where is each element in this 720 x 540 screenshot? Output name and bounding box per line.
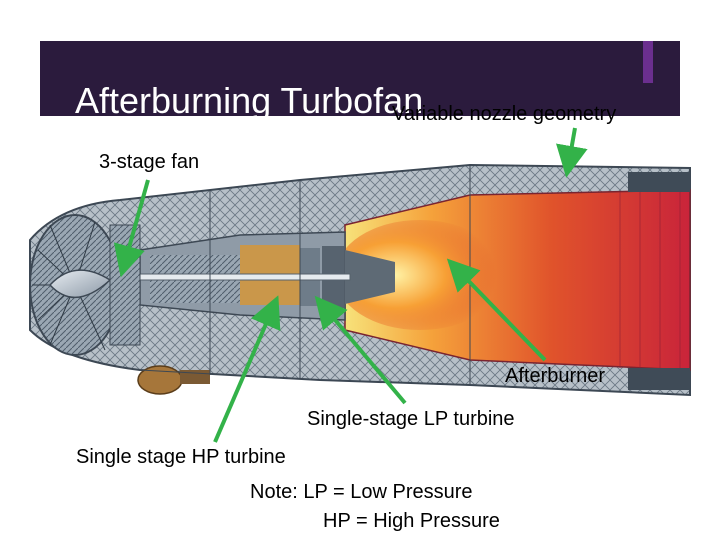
- exhaust-cone: [345, 250, 395, 304]
- label-variable-nozzle-geometry: Variable nozzle geometry: [392, 103, 617, 125]
- label-3-stage-fan: 3-stage fan: [99, 151, 200, 173]
- label-hp-turbine: Single stage HP turbine: [76, 446, 286, 468]
- note-line-hp: HP = High Pressure: [323, 510, 500, 532]
- note-line-lp: Note: LP = Low Pressure: [250, 481, 473, 503]
- slide-title: Afterburning Turbofan: [75, 80, 424, 121]
- nozzle-flaps-bottom: [628, 368, 690, 390]
- main-shaft: [109, 273, 351, 281]
- nozzle-liner: [619, 190, 681, 370]
- fan-stages: [109, 224, 141, 346]
- title-accent-bar: [643, 41, 653, 83]
- label-afterburner: Afterburner: [505, 365, 606, 387]
- label-lp-turbine: Single-stage LP turbine: [307, 408, 515, 430]
- title-bar: [40, 41, 680, 116]
- nozzle-flaps-top: [628, 172, 690, 192]
- note-block: Note: LP = Low Pressure HP = High Pressu…: [250, 478, 500, 536]
